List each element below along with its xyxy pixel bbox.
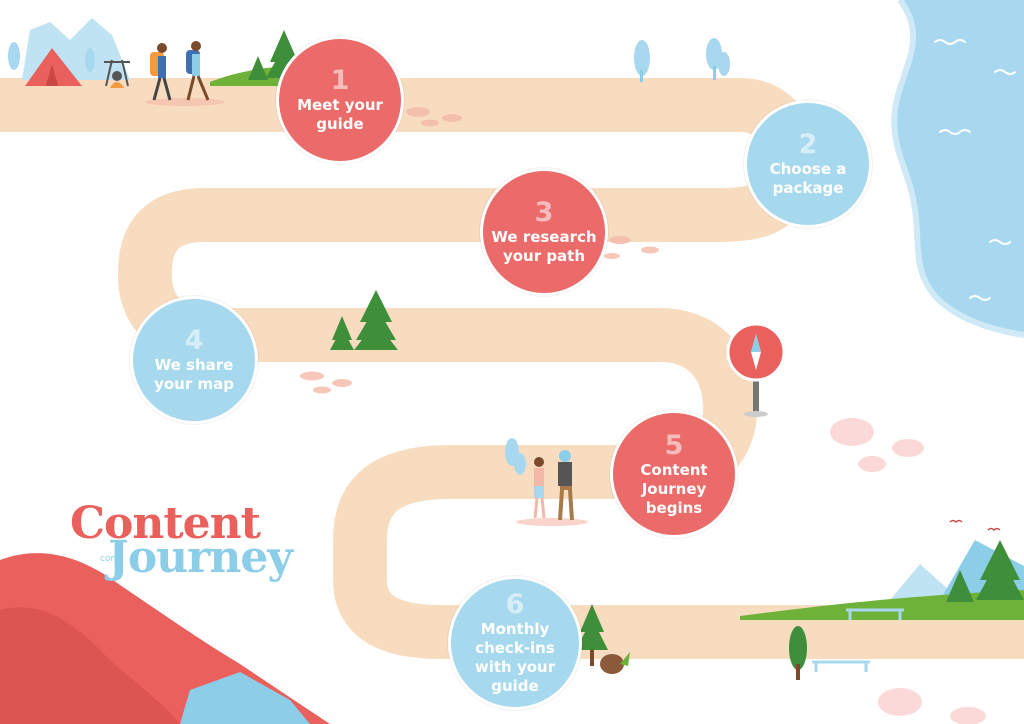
tent-icon bbox=[25, 48, 82, 86]
step-4-label: We share your map bbox=[154, 356, 234, 393]
compass-sign-icon bbox=[726, 322, 786, 417]
step-1-number: 1 bbox=[330, 65, 350, 96]
logo-journey-word: Journey bbox=[108, 532, 293, 583]
step-5-label: Content Journey begins bbox=[640, 460, 708, 517]
step-5-circle: 5 Content Journey begins bbox=[610, 410, 738, 538]
step-3-label: We research your path bbox=[491, 228, 597, 265]
pink-puddles bbox=[830, 418, 986, 724]
step-2-circle: 2 Choose a package bbox=[744, 100, 872, 228]
step-6-circle: 6 Monthly check-ins with your guide bbox=[448, 576, 582, 710]
lake-shore bbox=[891, 0, 1024, 338]
lake-waves bbox=[934, 39, 1016, 301]
campfire-icon bbox=[104, 59, 130, 88]
step-1-label: Meet your guide bbox=[297, 96, 383, 133]
step-4-circle: 4 We share your map bbox=[130, 296, 258, 424]
bench-icon bbox=[812, 608, 904, 672]
step-1-circle: 1 Meet your guide bbox=[276, 36, 404, 164]
logo-com-suffix: com bbox=[100, 554, 120, 564]
blue-trees-top bbox=[634, 38, 730, 82]
step-6-label: Monthly check-ins with your guide bbox=[474, 620, 556, 695]
pine-tree-icon bbox=[330, 290, 398, 350]
step-6-number: 6 bbox=[505, 589, 525, 620]
lake-icon bbox=[894, 0, 1024, 335]
content-journey-logo: Content com Journey bbox=[70, 500, 310, 590]
path-stones bbox=[300, 107, 659, 394]
bird-icon bbox=[949, 519, 1001, 532]
mountain-icon bbox=[0, 553, 330, 724]
step-3-number: 3 bbox=[534, 197, 554, 228]
hikers-pair-icon bbox=[505, 438, 588, 526]
step-5-number: 5 bbox=[664, 429, 684, 461]
bottom-trees bbox=[576, 604, 630, 674]
logo-content-word: Content bbox=[70, 498, 261, 549]
step-4-number: 4 bbox=[184, 325, 204, 356]
step-3-circle: 3 We research your path bbox=[480, 168, 608, 296]
hikers-icon bbox=[145, 41, 225, 106]
bottom-right-landscape bbox=[740, 519, 1024, 680]
step-2-label: Choose a package bbox=[769, 160, 847, 197]
step-2-number: 2 bbox=[798, 129, 818, 160]
